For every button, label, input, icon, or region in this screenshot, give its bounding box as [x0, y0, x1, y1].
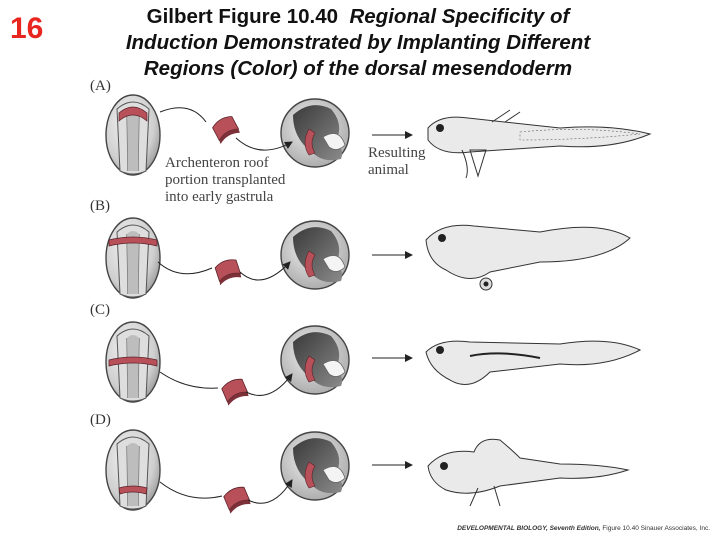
curve-arrow-b-2 — [239, 261, 291, 281]
explant-d — [221, 484, 253, 515]
host-gastrula-a — [280, 98, 350, 168]
tadpole-d — [427, 438, 630, 507]
title-line-2: Induction Demonstrated by Implanting Dif… — [125, 31, 591, 54]
result-caption-line-1: Resulting — [368, 145, 426, 161]
slide-number: 16 — [10, 12, 44, 45]
panel-b — [105, 217, 631, 299]
title-figure-ref: Gilbert Figure 10.40 — [146, 5, 339, 28]
donor-embryo-b — [105, 217, 161, 299]
panel-label-d: (D) — [90, 412, 111, 428]
curve-arrow-a-1 — [159, 107, 207, 123]
host-gastrula-b — [280, 220, 350, 290]
host-gastrula-c — [280, 325, 350, 395]
title-italic-part: Regional Specificity of — [349, 5, 570, 28]
explant-a — [210, 114, 242, 146]
curve-arrow-d-1 — [159, 481, 223, 499]
curve-arrow-c-2 — [245, 373, 293, 396]
explant-c — [219, 376, 251, 407]
credit-figure: Figure 10.40 — [602, 525, 639, 532]
transplant-caption-line-1: Archenteron roof — [165, 155, 269, 171]
explant-b — [213, 257, 243, 287]
tadpole-b — [425, 224, 631, 291]
slide-title: Gilbert Figure 10.40 Regional Specificit… — [78, 4, 638, 82]
panel-label-b: (B) — [90, 198, 110, 214]
credit-publisher: Sinauer Associates, Inc. — [640, 525, 710, 532]
tadpole-c — [425, 340, 642, 385]
panel-d — [105, 429, 630, 515]
host-gastrula-d — [280, 431, 350, 501]
donor-embryo-c — [105, 321, 161, 403]
tadpole-a — [427, 109, 652, 179]
panel-c — [105, 321, 642, 407]
curve-arrow-b-1 — [157, 261, 213, 275]
donor-embryo-a — [105, 94, 161, 176]
transplant-caption-line-3: into early gastrula — [165, 189, 274, 205]
credit-book: DEVELOPMENTAL BIOLOGY, Seventh Edition, — [457, 525, 601, 532]
panel-label-a: (A) — [90, 78, 111, 94]
curve-arrow-a-2 — [235, 137, 293, 151]
donor-embryo-d — [105, 429, 161, 511]
figure-credit: DEVELOPMENTAL BIOLOGY, Seventh Edition, … — [457, 525, 710, 532]
curve-arrow-d-2 — [247, 479, 293, 504]
result-caption-line-2: animal — [368, 162, 409, 178]
panel-label-c: (C) — [90, 302, 110, 318]
transplant-caption-line-2: portion transplanted — [165, 172, 286, 188]
panel-a — [105, 94, 652, 179]
title-line-1: Gilbert Figure 10.40 Regional Specificit… — [78, 4, 638, 30]
result-caption: Resulting animal — [368, 145, 426, 179]
transplant-caption: Archenteron roof portion transplanted in… — [165, 155, 285, 206]
title-line-3: Regions (Color) of the dorsal mesendoder… — [143, 57, 573, 80]
curve-arrow-c-1 — [159, 371, 219, 389]
